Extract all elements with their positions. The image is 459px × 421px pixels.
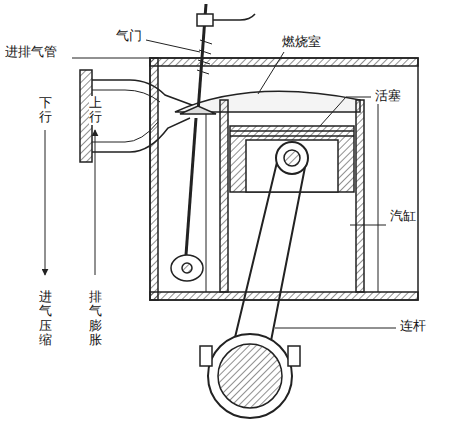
valve-spring xyxy=(197,40,212,74)
leader-line xyxy=(320,97,371,126)
up-arrow xyxy=(95,130,96,275)
pipe-inner xyxy=(92,90,160,142)
piston-cavity xyxy=(246,140,338,192)
part-label: 燃烧室 xyxy=(282,34,321,50)
part-label: 汽缸 xyxy=(390,208,416,224)
cylinder-liner xyxy=(206,112,207,292)
connecting-rod xyxy=(232,158,306,350)
part-label: 气门 xyxy=(116,28,142,44)
push-rod xyxy=(186,118,196,255)
cylinder-wall xyxy=(356,100,364,292)
part-label: 活塞 xyxy=(375,88,401,104)
leader-line xyxy=(72,58,150,59)
piston-ring xyxy=(230,130,354,132)
cam-shaft xyxy=(182,263,192,273)
rod-bolt xyxy=(288,346,300,366)
stroke-direction: 下行 xyxy=(39,96,52,125)
valve-head xyxy=(180,106,216,114)
cylinder-liner xyxy=(378,100,379,292)
leader-line xyxy=(350,225,386,226)
rocker-wire xyxy=(213,14,255,20)
part-label: 连杆 xyxy=(400,318,426,334)
small-end xyxy=(276,142,308,174)
stroke-name: 进气压缩 xyxy=(39,290,52,347)
cam xyxy=(171,255,203,281)
block-wall xyxy=(150,58,158,300)
block-wall xyxy=(150,292,418,300)
leader-line xyxy=(275,328,396,329)
piston xyxy=(230,126,354,192)
crank-pin xyxy=(218,344,282,408)
piston-ring xyxy=(230,135,354,137)
leader-line xyxy=(146,40,200,52)
stroke-direction: 上行 xyxy=(89,96,102,125)
intake-pipe xyxy=(92,80,200,152)
cylinder-wall xyxy=(220,100,228,292)
stroke-name: 排气膨胀 xyxy=(89,290,102,347)
rod-bolt xyxy=(200,346,212,366)
valve-adjuster xyxy=(197,14,213,26)
part-label: 进排气管 xyxy=(5,44,57,60)
leader-line xyxy=(258,52,284,94)
engine-block xyxy=(150,58,418,300)
cylinder-head xyxy=(150,58,418,66)
piston-pin xyxy=(284,150,300,166)
big-end xyxy=(208,334,292,418)
down-arrow xyxy=(45,130,46,275)
